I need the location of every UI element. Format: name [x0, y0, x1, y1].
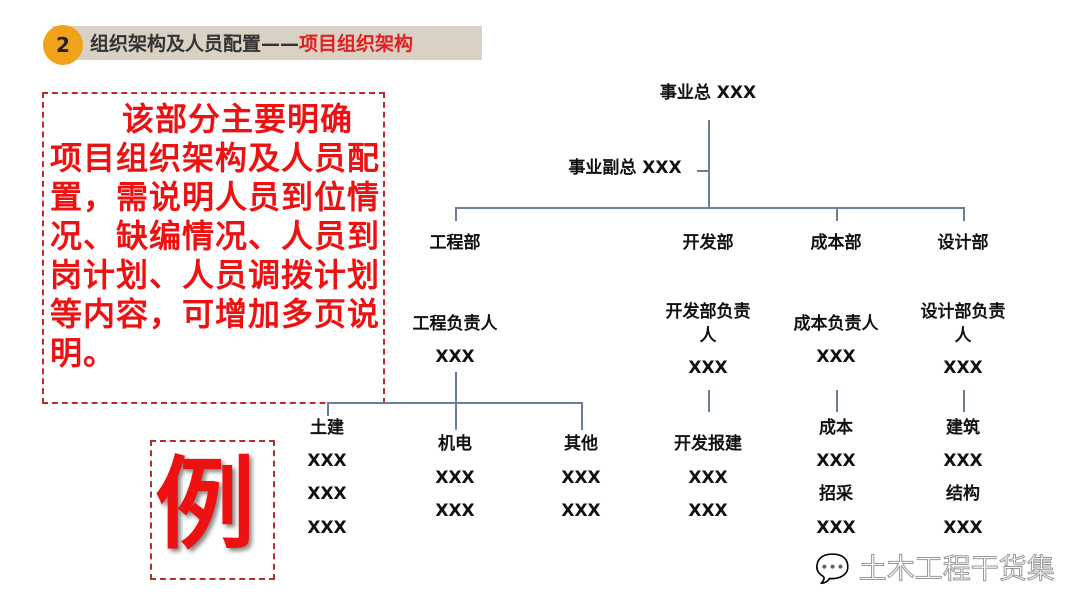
dept-development: 开发部 — [682, 233, 734, 253]
eng-head: 工程负责人 — [412, 314, 498, 334]
cost-item: 成本 — [819, 418, 853, 438]
title-highlight: 项目组织架构 — [299, 33, 414, 55]
connector — [455, 402, 457, 430]
dev-sub-name: XXX — [688, 468, 728, 488]
cost-head: 成本负责人 — [793, 314, 879, 334]
connector — [581, 402, 583, 430]
connector — [963, 390, 965, 412]
connector — [697, 170, 708, 172]
connector — [708, 390, 710, 412]
connector — [836, 207, 838, 221]
connector — [708, 120, 710, 208]
note-box — [42, 92, 385, 404]
connector — [327, 402, 329, 416]
eng-sub-name: XXX — [307, 451, 347, 471]
dept-engineering: 工程部 — [429, 233, 481, 253]
cost-head-name: XXX — [816, 347, 856, 367]
watermark-text: 土木工程干货集 — [858, 552, 1055, 586]
design-item: XXX — [943, 451, 983, 471]
design-head-2: 人 — [954, 326, 972, 346]
design-head: 设计部负责 — [920, 302, 1006, 322]
watermark: 💬 土木工程干货集 — [815, 552, 1056, 586]
design-head-name: XXX — [943, 358, 983, 378]
eng-sub-name: XXX — [561, 501, 601, 521]
design-item: 建筑 — [946, 418, 980, 438]
cost-item: 招采 — [819, 484, 853, 504]
eng-sub-label: 机电 — [438, 434, 472, 454]
connector — [455, 372, 457, 402]
eng-sub-name: XXX — [435, 501, 475, 521]
connector — [455, 207, 457, 221]
wechat-icon: 💬 — [815, 552, 851, 586]
ceo-node: 事业总 XXX — [659, 83, 757, 103]
eng-sub-label: 其他 — [564, 434, 598, 454]
eng-sub-name: XXX — [307, 484, 347, 504]
connector — [963, 207, 965, 221]
dev-head: 开发部负责 — [665, 302, 751, 322]
connector — [455, 207, 964, 209]
design-item: XXX — [943, 518, 983, 538]
page-title: 组织架构及人员配置——项目组织架构 — [90, 29, 413, 56]
eng-sub-name: XXX — [435, 468, 475, 488]
dev-sub-label: 开发报建 — [674, 434, 742, 454]
deputy-node: 事业副总 XXX — [568, 158, 682, 178]
dept-cost: 成本部 — [810, 233, 862, 253]
dev-sub-name: XXX — [688, 501, 728, 521]
eng-sub-label: 土建 — [310, 418, 344, 438]
dept-design: 设计部 — [937, 233, 989, 253]
design-item: 结构 — [946, 484, 980, 504]
dev-head-name: XXX — [688, 358, 728, 378]
eng-head-name: XXX — [435, 347, 475, 367]
eng-sub-name: XXX — [307, 518, 347, 538]
section-number-badge: 2 — [43, 25, 83, 65]
title-main: 组织架构及人员配置—— — [90, 33, 300, 55]
cost-item: XXX — [816, 518, 856, 538]
dev-head-2: 人 — [699, 326, 717, 346]
header-bar — [52, 26, 482, 60]
eng-sub-name: XXX — [561, 468, 601, 488]
example-label: 例 — [155, 446, 255, 563]
example-box — [150, 440, 275, 580]
connector — [836, 390, 838, 412]
cost-item: XXX — [816, 451, 856, 471]
connector — [327, 402, 582, 404]
note-text: 该部分主要明确项目组织架构及人员配置，需说明人员到位情况、缺编情况、人员到岗计划… — [50, 100, 381, 372]
